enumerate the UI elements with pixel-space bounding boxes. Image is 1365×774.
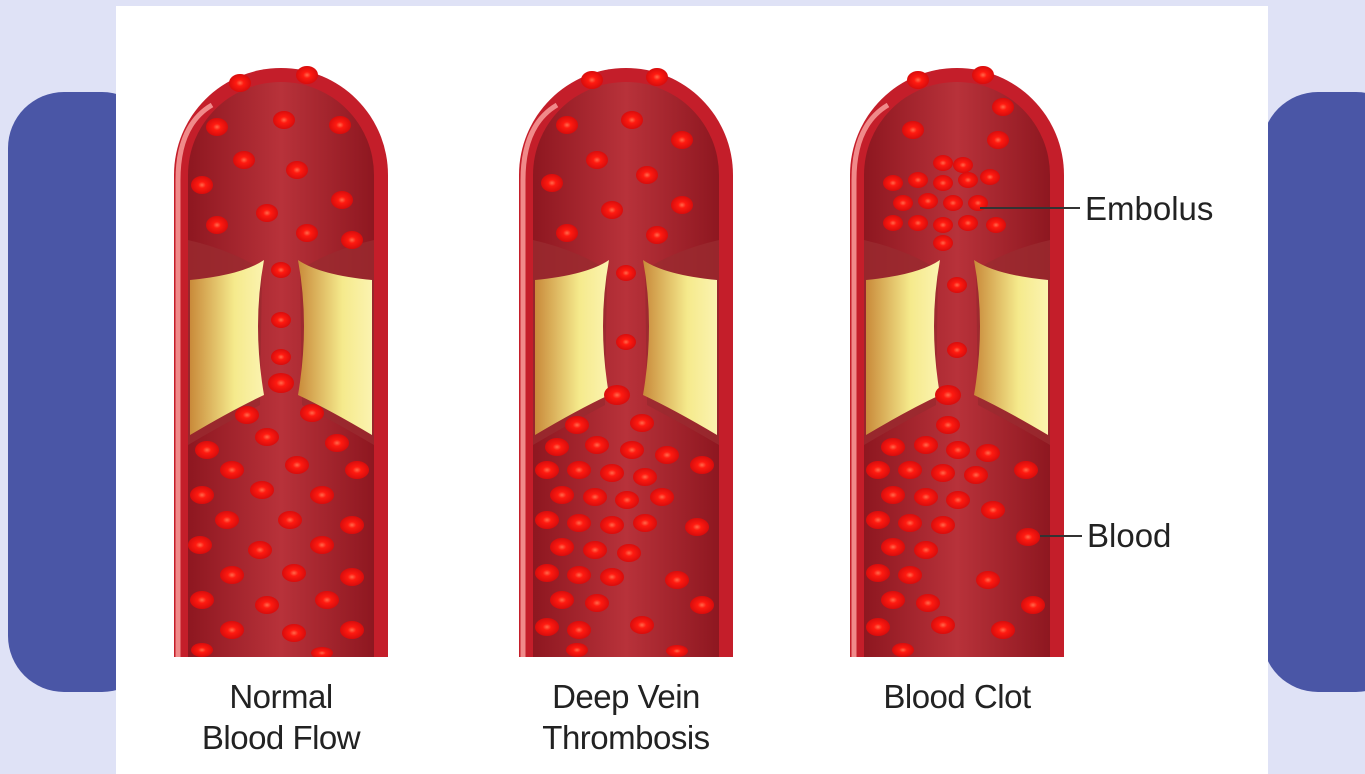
vessel-blood-clot	[848, 65, 1066, 657]
caption-normal-line1: Normal	[141, 676, 421, 717]
caption-normal-blood-flow: Normal Blood Flow	[141, 676, 421, 758]
right-side-panel	[1262, 92, 1365, 692]
vessel-deep-vein-thrombosis	[517, 65, 735, 657]
blood-leader-line	[1040, 535, 1082, 537]
vessel-normal-svg	[172, 65, 390, 657]
vessel-clot-svg	[848, 65, 1066, 657]
caption-clot-line1: Blood Clot	[817, 676, 1097, 717]
caption-dvt-line1: Deep Vein	[486, 676, 766, 717]
embolus-leader-line	[980, 207, 1080, 209]
caption-deep-vein-thrombosis: Deep Vein Thrombosis	[486, 676, 766, 758]
caption-dvt-line2: Thrombosis	[486, 717, 766, 758]
caption-blood-clot: Blood Clot	[817, 676, 1097, 717]
caption-normal-line2: Blood Flow	[141, 717, 421, 758]
callout-embolus: Embolus	[1085, 190, 1213, 228]
vessel-normal-blood-flow	[172, 65, 390, 657]
callout-blood: Blood	[1087, 517, 1171, 555]
vessel-dvt-svg	[517, 65, 735, 657]
